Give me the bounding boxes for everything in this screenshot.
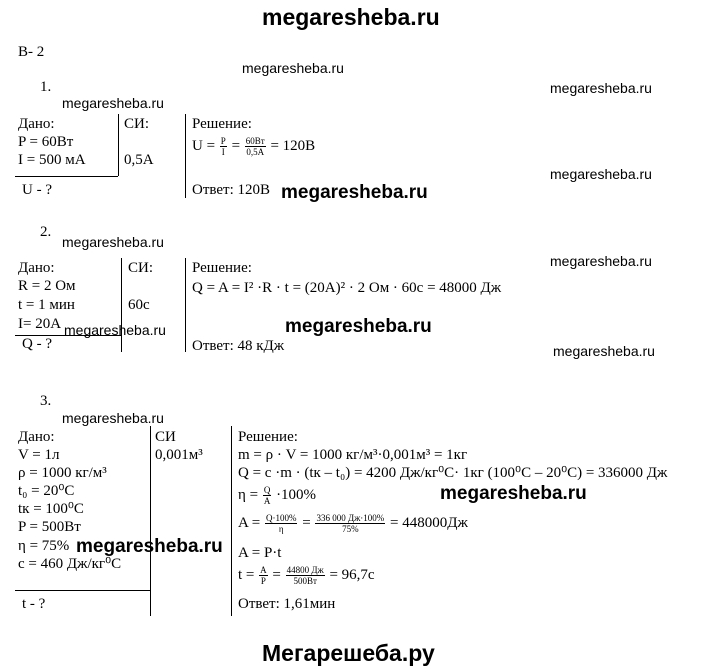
unknown-label: t - ? — [22, 596, 46, 612]
watermark: megaresheba.ru — [76, 536, 223, 558]
formula-line: A = Q·100%η = 336 000 Дж·100%75% = 44800… — [238, 513, 468, 534]
watermark: megaresheba.ru — [242, 60, 344, 76]
footer-watermark: Мегарешеба.ру — [262, 640, 435, 666]
watermark: megaresheba.ru — [440, 483, 587, 504]
watermark: megaresheba.ru — [550, 80, 652, 96]
fraction: Q·100%η — [264, 513, 298, 534]
si-title: СИ: — [128, 260, 154, 276]
header-watermark: megaresheba.ru — [262, 4, 440, 30]
si-title: СИ: — [124, 116, 150, 132]
given-item: t = 1 мин — [18, 297, 75, 313]
given-item: R = 2 Ом — [18, 278, 76, 294]
solution-title: Решение: — [192, 260, 252, 276]
problem-number: 1. — [40, 79, 52, 95]
given-item: tк = 100⁰С — [18, 501, 84, 517]
divider — [185, 114, 186, 198]
given-item: P = 60Вт — [18, 134, 74, 150]
watermark: megaresheba.ru — [62, 95, 164, 111]
watermark: megaresheba.ru — [62, 234, 164, 250]
given-item: t₀ = 20⁰С — [18, 483, 75, 499]
divider — [121, 258, 122, 352]
watermark: megaresheba.ru — [553, 343, 655, 359]
given-item: I = 500 мА — [18, 152, 86, 168]
given-title: Дано: — [18, 429, 55, 445]
watermark: megaresheba.ru — [281, 182, 428, 203]
watermark: megaresheba.ru — [550, 166, 652, 182]
formula-text: = 120В — [270, 137, 316, 154]
answer: Ответ: 120В — [192, 182, 271, 198]
given-item: η = 75% — [18, 538, 70, 554]
fraction: 336 000 Дж·100%75% — [315, 513, 386, 534]
problem-number: 3. — [40, 393, 52, 409]
answer: Ответ: 1,61мин — [238, 596, 336, 612]
formula-text: U = — [192, 137, 216, 154]
formula-line: Q = c ·m · (tк – t₀) = 4200 Дж/кг⁰С· 1кг… — [238, 465, 668, 481]
divider — [231, 426, 232, 616]
unknown-label: Q - ? — [22, 336, 52, 352]
divider — [15, 335, 121, 336]
variant-label: В- 2 — [18, 44, 45, 60]
watermark: megaresheba.ru — [550, 253, 652, 269]
divider — [150, 426, 151, 616]
si-title: СИ — [155, 429, 176, 445]
problem-number: 2. — [40, 224, 52, 240]
formula-line: A = P·t — [238, 545, 282, 561]
given-item: P = 500Вт — [18, 519, 81, 535]
solution-title: Решение: — [238, 429, 298, 445]
given-title: Дано: — [18, 260, 55, 276]
divider — [15, 590, 150, 591]
divider — [15, 176, 118, 177]
unknown-label: U - ? — [22, 182, 52, 198]
si-item: 0,001м³ — [155, 447, 203, 463]
watermark: megaresheba.ru — [285, 316, 432, 337]
answer: Ответ: 48 кДж — [192, 338, 285, 354]
si-item: 0,5А — [124, 152, 154, 168]
formula-line: Q = A = I² ·R · t = (20A)² · 2 Ом · 60с … — [192, 280, 502, 296]
formula-line: m = ρ · V = 1000 кг/м³·0,001м³ = 1кг — [238, 447, 468, 463]
given-item: I= 20А — [18, 316, 62, 332]
given-item: c = 460 Дж/кг⁰С — [18, 556, 122, 572]
given-title: Дано: — [18, 116, 55, 132]
given-item: ρ = 1000 кг/м³ — [18, 465, 107, 481]
divider — [118, 114, 119, 176]
watermark: megaresheba.ru — [62, 410, 164, 426]
watermark: megaresheba.ru — [64, 322, 166, 338]
si-item: 60с — [128, 297, 150, 313]
given-item: V = 1л — [18, 447, 60, 463]
divider — [185, 258, 186, 352]
solution-title: Решение: — [192, 116, 252, 132]
